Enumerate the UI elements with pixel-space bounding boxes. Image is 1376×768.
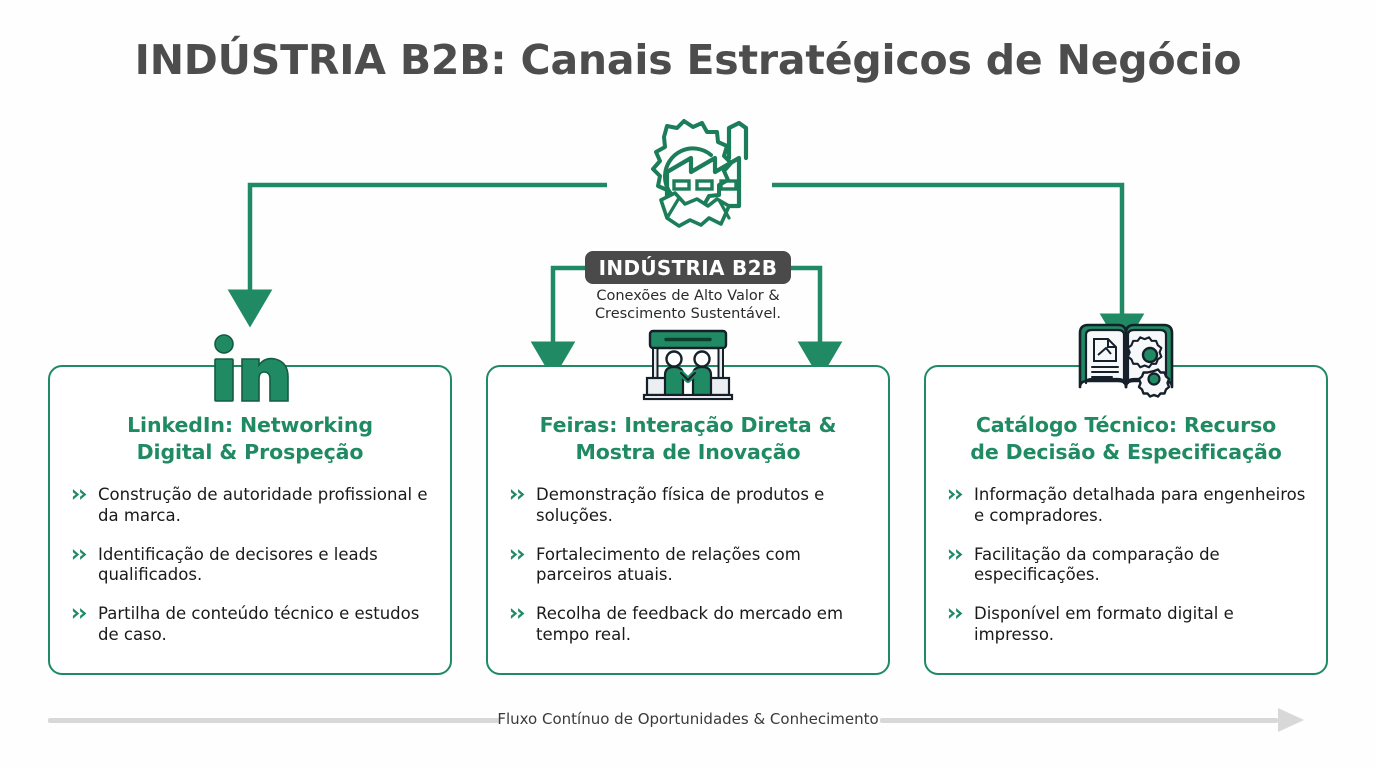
technical-catalog-book-icon: [1074, 315, 1178, 403]
card-title-line2: de Decisão & Especificação: [970, 440, 1282, 465]
list-item-text: Demonstração física de produtos e soluçõ…: [536, 485, 825, 525]
double-chevron-right-icon: [72, 545, 98, 561]
list-item: Disponível em formato digital e impresso…: [948, 604, 1310, 646]
double-chevron-right-icon: [948, 604, 974, 620]
card-title-line2: Mostra de Inovação: [575, 440, 801, 465]
list-item: Demonstração física de produtos e soluçõ…: [510, 485, 872, 527]
card-title-line1: Catálogo Técnico: Recurso: [975, 413, 1277, 437]
list-item-text: Recolha de feedback do mercado em tempo …: [536, 604, 844, 644]
bullet-list-feiras: Demonstração física de produtos e soluçõ…: [510, 485, 872, 664]
trade-fair-booth-icon: [640, 327, 736, 403]
channel-card-feiras[interactable]: Feiras: Interação Direta & Mostra de Ino…: [486, 329, 890, 675]
list-item: Fortalecimento de relações com parceiros…: [510, 545, 872, 587]
card-title-catalogo: Catálogo Técnico: Recurso de Decisão & E…: [940, 412, 1312, 466]
list-item: Partilha de conteúdo técnico e estudos d…: [72, 604, 434, 646]
double-chevron-right-icon: [510, 545, 536, 561]
card-title-line2: Digital & Prospeção: [136, 440, 364, 465]
list-item-text: Informação detalhada para engenheiros e …: [974, 485, 1306, 525]
list-item: Informação detalhada para engenheiros e …: [948, 485, 1310, 527]
list-item: Recolha de feedback do mercado em tempo …: [510, 604, 872, 646]
flow-label: Fluxo Contínuo de Oportunidades & Conhec…: [497, 710, 879, 728]
double-chevron-right-icon: [510, 604, 536, 620]
bullet-list-linkedin: Construção de autoridade profissional e …: [72, 485, 434, 664]
linkedin-icon: [204, 331, 296, 403]
center-badge-subtitle: Conexões de Alto Valor & Crescimento Sus…: [538, 288, 838, 323]
flow-line-right: [880, 718, 1278, 723]
bullet-list-catalogo: Informação detalhada para engenheiros e …: [948, 485, 1310, 664]
list-item: Construção de autoridade profissional e …: [72, 485, 434, 527]
double-chevron-right-icon: [948, 485, 974, 501]
page-title: INDÚSTRIA B2B: Canais Estratégicos de Ne…: [134, 36, 1242, 84]
list-item-text: Identificação de decisores e leads quali…: [98, 544, 378, 585]
list-item: Identificação de decisores e leads quali…: [72, 545, 434, 587]
double-chevron-right-icon: [948, 545, 974, 561]
connector-hero-to-linkedin: [227, 182, 607, 328]
list-item-text: Facilitação da comparação de especificaç…: [974, 544, 1220, 585]
center-badge-subtitle-line2: Crescimento Sustentável.: [594, 305, 782, 322]
card-title-feiras: Feiras: Interação Direta & Mostra de Ino…: [502, 412, 874, 466]
double-chevron-right-icon: [510, 485, 536, 501]
list-item-text: Disponível em formato digital e impresso…: [974, 604, 1234, 644]
list-item-text: Partilha de conteúdo técnico e estudos d…: [98, 604, 420, 644]
flow-arrow-right-icon: [1278, 708, 1304, 732]
card-title-line1: LinkedIn: Networking: [127, 413, 373, 437]
double-chevron-right-icon: [72, 604, 98, 620]
list-item-text: Fortalecimento de relações com parceiros…: [536, 544, 801, 585]
card-title-line1: Feiras: Interação Direta &: [539, 413, 837, 437]
channel-card-catalogo[interactable]: Catálogo Técnico: Recurso de Decisão & E…: [924, 323, 1328, 675]
double-chevron-right-icon: [72, 485, 98, 501]
gear-factory-handshake-icon: [605, 114, 775, 239]
center-badge: INDÚSTRIA B2B: [585, 251, 791, 284]
card-title-linkedin: LinkedIn: Networking Digital & Prospeção: [64, 412, 436, 466]
channel-card-linkedin[interactable]: LinkedIn: Networking Digital & Prospeção…: [48, 334, 452, 675]
list-item-text: Construção de autoridade profissional e …: [98, 485, 428, 525]
list-item: Facilitação da comparação de especificaç…: [948, 545, 1310, 587]
center-badge-subtitle-line1: Conexões de Alto Valor &: [596, 288, 780, 304]
center-badge-label: INDÚSTRIA B2B: [598, 255, 778, 280]
flow-line-left: [48, 718, 500, 723]
